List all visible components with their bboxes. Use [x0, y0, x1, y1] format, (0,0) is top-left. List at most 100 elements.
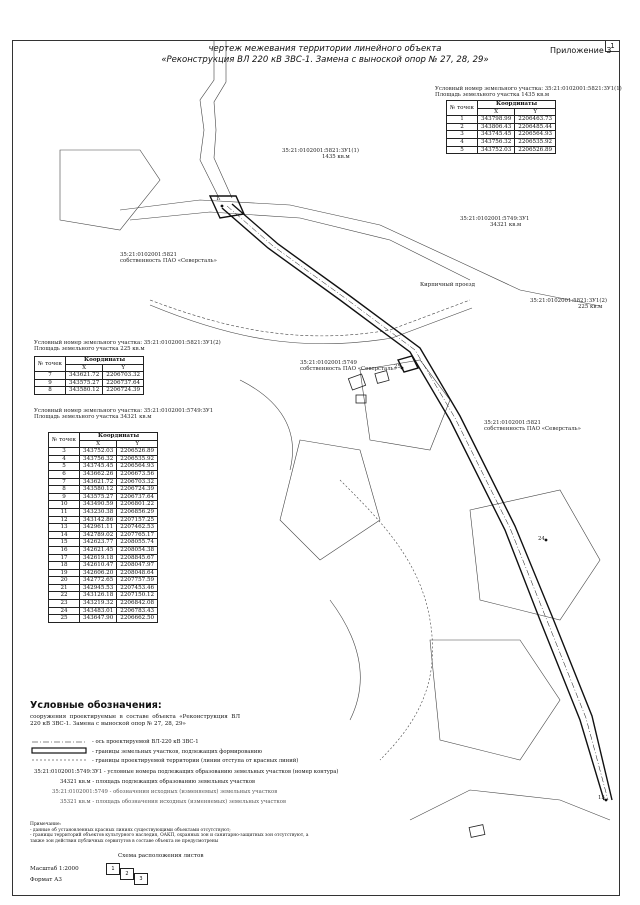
x-coordinate-cell: 343798.99 — [477, 115, 516, 124]
y-coordinate-cell: 2208047.97 — [116, 561, 159, 570]
y-coordinate-cell: 2206737.64 — [116, 492, 159, 502]
table-big-caption: Условный номер земельного участка: 35:21… — [34, 408, 213, 421]
y-coordinate-cell: 2206535.92 — [116, 454, 159, 464]
point-number-cell: 8 — [47, 485, 81, 494]
x-coordinate-cell: 343806.43 — [477, 122, 516, 132]
point-number-cell: 3 — [47, 447, 81, 456]
point-label-24: 24 — [538, 536, 545, 542]
corridor-left-edge — [221, 207, 605, 801]
notes-line-2: - границы территорий объектов культурног… — [30, 833, 309, 839]
title-line-2: «Реконструкция ВЛ 220 кВ ЗВС-1. Замена с… — [161, 55, 489, 65]
x-coordinate-cell: 343230.38 — [79, 507, 118, 517]
parcel-a-number: 35:21:0102001:5821:ЗУ1(1) — [282, 148, 360, 154]
y-coordinate-cell: 2206842.08 — [116, 599, 159, 608]
x-coordinate-cell: 342610.47 — [79, 561, 118, 570]
parcel-c-area: 225 кв.м — [578, 304, 603, 311]
legend-existing-sample: 35:21:0102001:5749 — [52, 789, 108, 795]
point-number-cell: 10 — [47, 500, 81, 509]
point-marker-15 — [604, 798, 608, 802]
legend-existing-area-sample: 35321 кв.м — [60, 799, 91, 805]
point-number-cell: 5 — [47, 462, 81, 471]
legend-area-row: 34321 кв.м - площадь подлежащих образова… — [60, 779, 255, 785]
notes-line-1: - данные об установленных красных линиях… — [30, 827, 231, 833]
lower-road — [409, 789, 611, 821]
point-number-cell: 5 — [445, 145, 479, 155]
legend-intro: сооружения проектируемые в составе объек… — [30, 714, 240, 728]
y-coordinate-cell: 2207757.59 — [116, 576, 159, 585]
y-coordinate-cell: 2206737.64 — [102, 378, 145, 388]
legend-axis-text: - ось проектируемой ВЛ-220 кВ ЗВС-1 — [92, 739, 199, 745]
map-label-center-owner: 35:21:0102001:5749 собственность ПАО «Се… — [300, 360, 397, 373]
y-coordinate-cell: 2206564.93 — [514, 130, 557, 139]
point-number-cell: 7 — [33, 371, 67, 380]
center-owner-name: собственность ПАО «Северсталь» — [300, 366, 397, 373]
building-2 — [374, 370, 390, 384]
col-y-header: Y — [116, 439, 159, 449]
col-coords-header: Координаты — [477, 100, 557, 109]
x-coordinate-cell: 342606.20 — [79, 568, 118, 578]
scale-label: Масштаб 1:2000 — [30, 866, 79, 872]
point-number-cell: 18 — [47, 561, 81, 570]
point-number-cell: 21 — [47, 583, 81, 593]
building-1 — [347, 373, 367, 391]
col-point-header: № точек — [47, 431, 81, 449]
x-coordinate-cell: 342621.45 — [79, 545, 118, 555]
y-coordinate-cell: 2206564.93 — [116, 462, 159, 471]
point-label-25: 25 — [394, 364, 401, 370]
title-line-1: чертеж межевания территории линейного об… — [208, 44, 442, 54]
legend-existing-area-row: 35321 кв.м - площадь обозначения исходны… — [60, 799, 286, 805]
x-coordinate-cell: 342623.77 — [79, 538, 118, 547]
railway-2 — [149, 304, 473, 345]
col-coords-header: Координаты — [79, 432, 159, 441]
map-label-parcel-a: 35:21:0102001:5821:ЗУ1(1) 1435 кв.м — [282, 148, 359, 161]
y-coordinate-cell: 2206526.89 — [514, 145, 557, 155]
point-number-cell: 11 — [47, 507, 81, 517]
x-coordinate-cell: 343219.32 — [79, 599, 118, 608]
x-coordinate-cell: 343142.86 — [79, 515, 118, 525]
point-number-cell: 8 — [33, 386, 67, 395]
legend-symbols — [31, 741, 87, 761]
col-x-header: X — [65, 363, 104, 373]
point-marker-1 — [220, 204, 224, 208]
x-coordinate-cell: 343575.27 — [65, 378, 104, 388]
point-number-cell: 6 — [47, 469, 81, 479]
notes-heading: Примечание: — [30, 822, 62, 827]
buildings — [347, 370, 486, 838]
x-coordinate-cell: 343483.01 — [79, 606, 118, 616]
y-coordinate-cell: 2206526.89 — [116, 447, 159, 456]
legend-existing-row: 35:21:0102001:5749 - обозначения исходны… — [52, 789, 277, 795]
map-label-left-owner: 35:21:0102001:5821 собственность ПАО «Се… — [120, 252, 217, 265]
y-coordinate-cell: 2206703.32 — [116, 477, 159, 487]
table-big-caption-2: Площадь земельного участка 34321 кв.м — [34, 414, 152, 421]
point-number-cell: 19 — [47, 568, 81, 578]
point-number-cell: 17 — [47, 553, 81, 563]
y-coordinate-cell: 2206783.43 — [116, 606, 159, 616]
y-coordinate-cell: 2206673.56 — [116, 469, 159, 479]
drawing-frame — [12, 40, 620, 896]
appendix-label: Приложение 3 — [550, 46, 612, 55]
legend-area-sample: 34321 кв.м — [60, 779, 91, 785]
y-coordinate-cell: 2206535.92 — [514, 137, 557, 147]
point-number-cell: 1 — [445, 115, 479, 124]
point-marker-24 — [544, 538, 548, 542]
building-3 — [355, 394, 367, 404]
y-coordinate-cell: 2207765.17 — [116, 530, 159, 540]
point-number-cell: 4 — [445, 137, 479, 147]
